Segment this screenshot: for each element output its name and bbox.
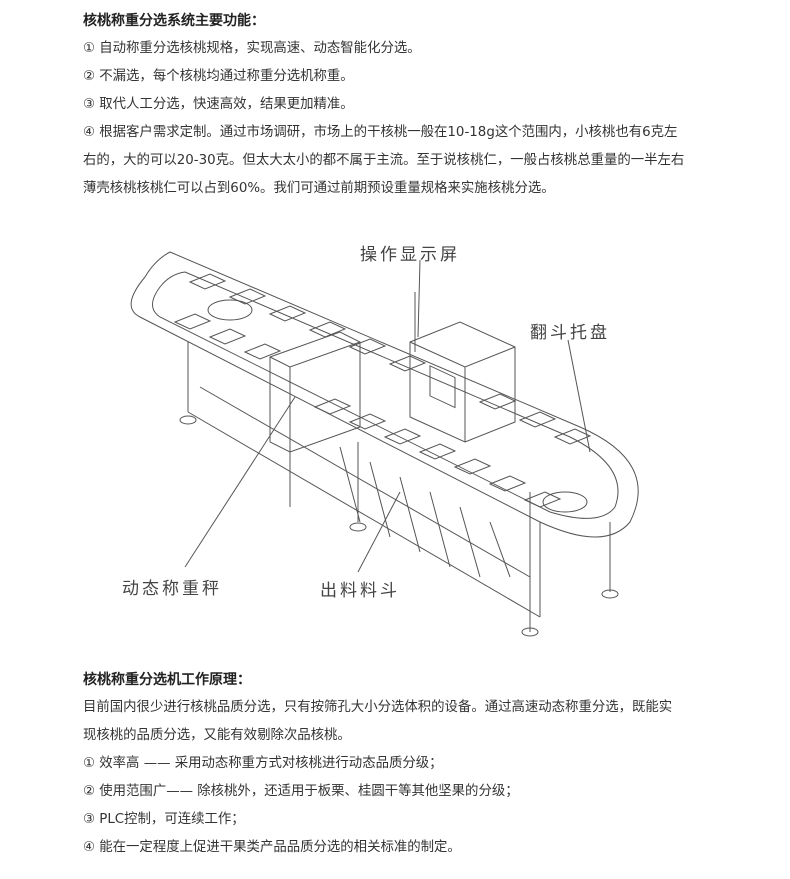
principle-line-3: ① 效率高 —— 采用动态称重方式对核桃进行动态品质分级； xyxy=(83,756,443,771)
control-cabinet xyxy=(409,321,516,443)
function-line-6: 薄壳核桃核桃仁可以占到60%。我们可通过前期预设重量规格来实施核桃分选。 xyxy=(83,181,555,196)
label-display-screen: 操作显示屏 xyxy=(360,245,460,265)
leader-flip-tray xyxy=(567,339,591,453)
turntable-right xyxy=(542,491,588,513)
dynamic-scale-edges xyxy=(269,341,361,452)
leader-discharge-hopper xyxy=(357,491,401,573)
principle-line-2: 现核桃的品质分选，又能有效剔除次品核桃。 xyxy=(83,728,351,743)
frame-rails xyxy=(187,386,541,618)
principle-line-5: ③ PLC控制，可连续工作； xyxy=(83,812,245,827)
foot xyxy=(349,522,367,532)
turntable-left xyxy=(207,299,253,321)
function-line-2: ② 不漏选，每个核桃均通过称重分选机称重。 xyxy=(83,69,354,84)
principle-line-1: 目前国内很少进行核桃品质分选，只有按筛孔大小分选体积的设备。通过高速动态称重分选… xyxy=(83,700,673,715)
principle-line-6: ④ 能在一定程度上促进干果类产品品质分选的相关标准的制定。 xyxy=(83,840,461,855)
flip-trays xyxy=(173,273,592,508)
machine-diagram xyxy=(100,222,700,652)
principle-line-4: ② 使用范围广—— 除核桃外，还适用于板栗、桂圆干等其他坚果的分级； xyxy=(83,784,519,799)
discharge-hoppers xyxy=(339,446,511,578)
label-discharge-hopper: 出料料斗 xyxy=(320,581,400,601)
main-functions-heading: 核桃称重分选系统主要功能： xyxy=(83,13,265,29)
function-line-3: ③ 取代人工分选，快速高效，结果更加精准。 xyxy=(83,97,354,112)
label-flip-tray: 翻斗托盘 xyxy=(530,323,610,343)
function-line-5: 右的，大的可以20-30克。但太大太小的都不属于主流。至于说核桃仁，一般占核桃总… xyxy=(83,153,685,168)
dynamic-scale-box xyxy=(269,331,361,453)
leader-dynamic-scale xyxy=(184,396,296,568)
conveyor-outline xyxy=(130,251,639,538)
label-dynamic-scale: 动态称重秤 xyxy=(122,579,222,599)
function-line-4: ④ 根据客户需求定制。通过市场调研，市场上的干核桃一般在10-18g这个范围内，… xyxy=(83,125,678,140)
foot xyxy=(521,627,539,637)
conveyor-inner-track xyxy=(152,271,619,519)
foot xyxy=(179,415,197,425)
leader-display-screen xyxy=(417,259,421,338)
machine-drawing xyxy=(130,251,639,637)
working-principle-heading: 核桃称重分选机工作原理： xyxy=(83,672,251,688)
function-line-1: ① 自动称重分选核桃规格，实现高速、动态智能化分选。 xyxy=(83,41,421,56)
display-screen xyxy=(429,365,456,409)
foot xyxy=(601,589,619,599)
control-cabinet-edges xyxy=(409,341,516,442)
